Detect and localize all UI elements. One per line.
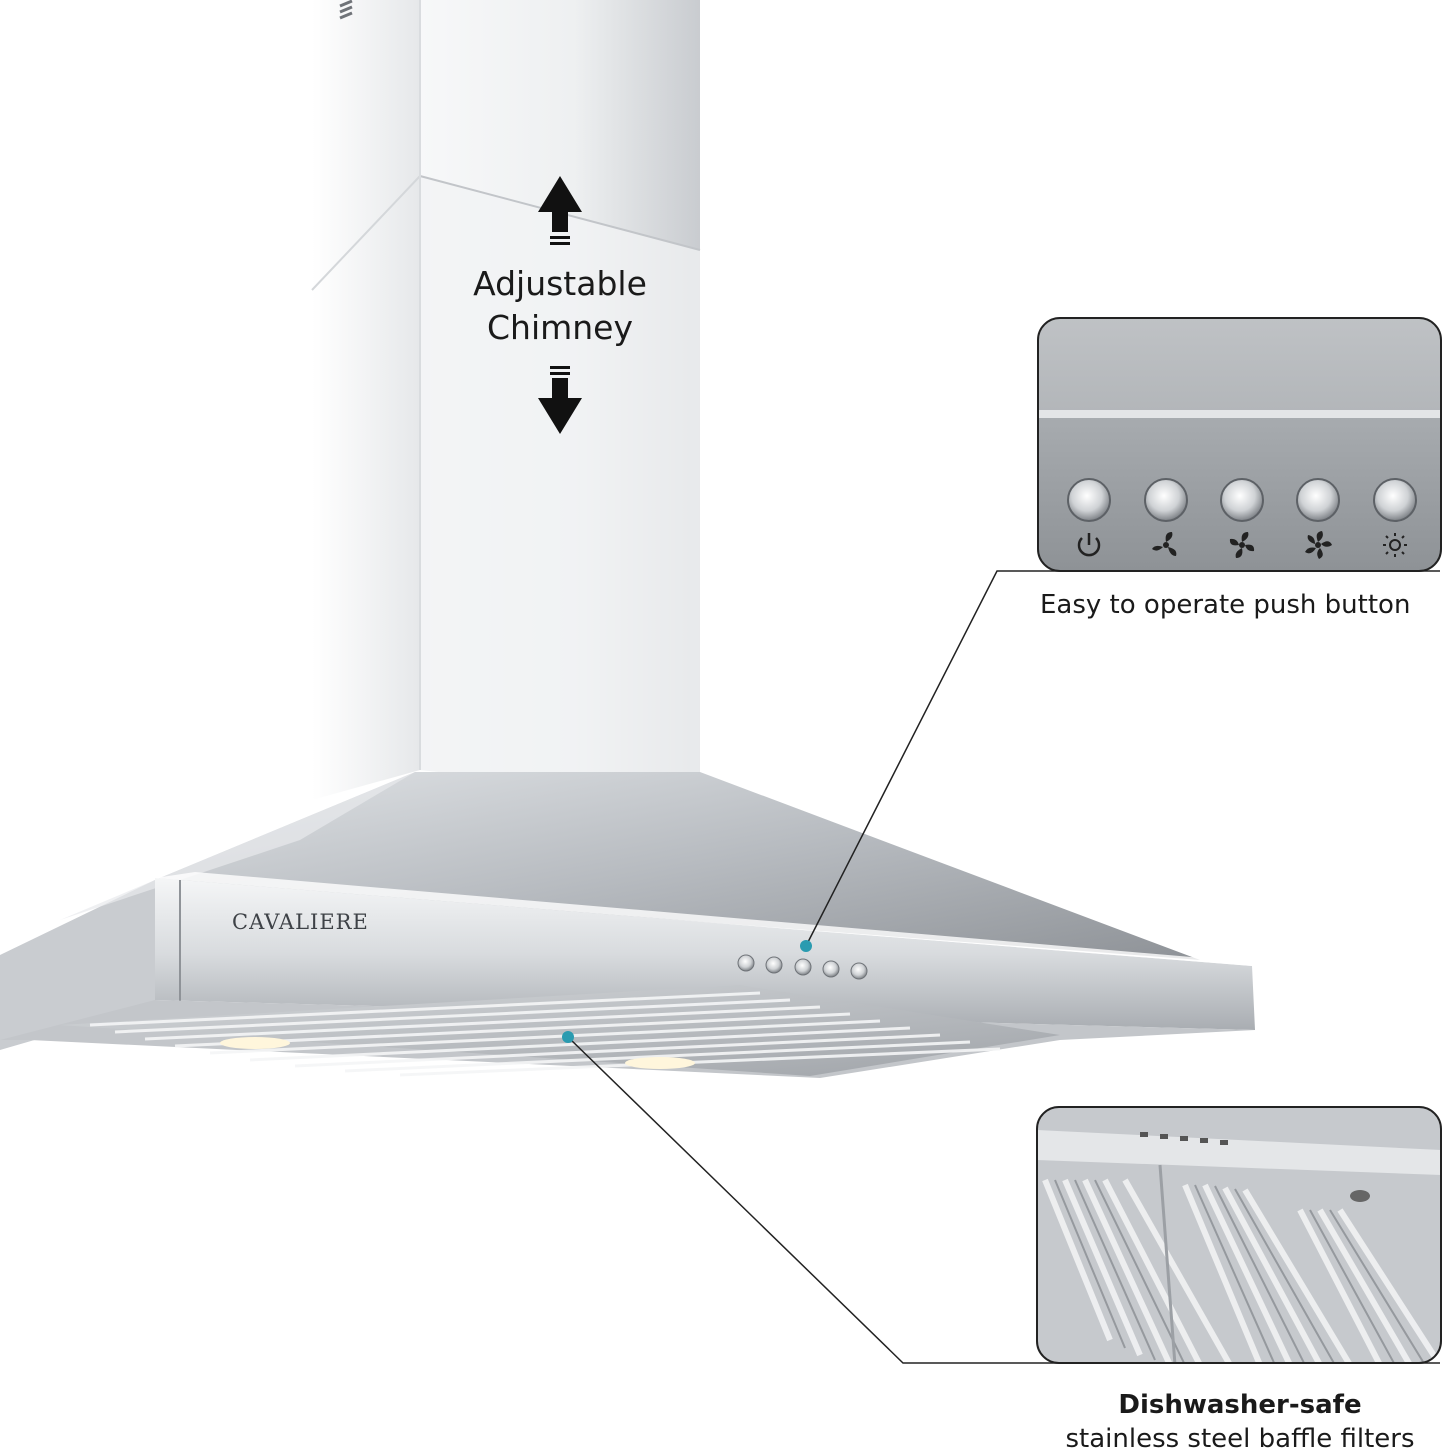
push-button-caption: Easy to operate push button (1040, 590, 1411, 620)
hood-buttons (737, 954, 868, 980)
brand-logo: CAVALIERE (232, 910, 369, 934)
chimney-label-line1: Adjustable (473, 264, 647, 303)
filters-caption: Dishwasher-safe stainless steel baffle f… (1000, 1388, 1445, 1456)
fan-high-icon (1305, 531, 1332, 559)
arrow-up-icon (538, 176, 582, 245)
arrow-down-icon (538, 366, 582, 434)
chimney-label-line2: Chimney (486, 308, 634, 347)
light-icon (1383, 533, 1407, 557)
zoom-knobs (1067, 478, 1417, 522)
fan-low-icon (1152, 532, 1177, 556)
chimney-label: Adjustable Chimney (410, 262, 710, 350)
baffle-filter-underside (60, 985, 1060, 1077)
callout-dot-buttons (800, 940, 812, 952)
callout-dot-filters (562, 1031, 574, 1043)
baffle-filter-zoom (1037, 1107, 1441, 1363)
filters-caption-bold: Dishwasher-safe (1118, 1390, 1362, 1420)
power-icon (1077, 533, 1101, 557)
fan-medium-icon (1229, 532, 1255, 558)
vent-slots (339, 0, 353, 20)
filters-caption-rest: stainless steel baffle filters (1065, 1424, 1415, 1454)
control-panel-zoom (1038, 318, 1441, 571)
